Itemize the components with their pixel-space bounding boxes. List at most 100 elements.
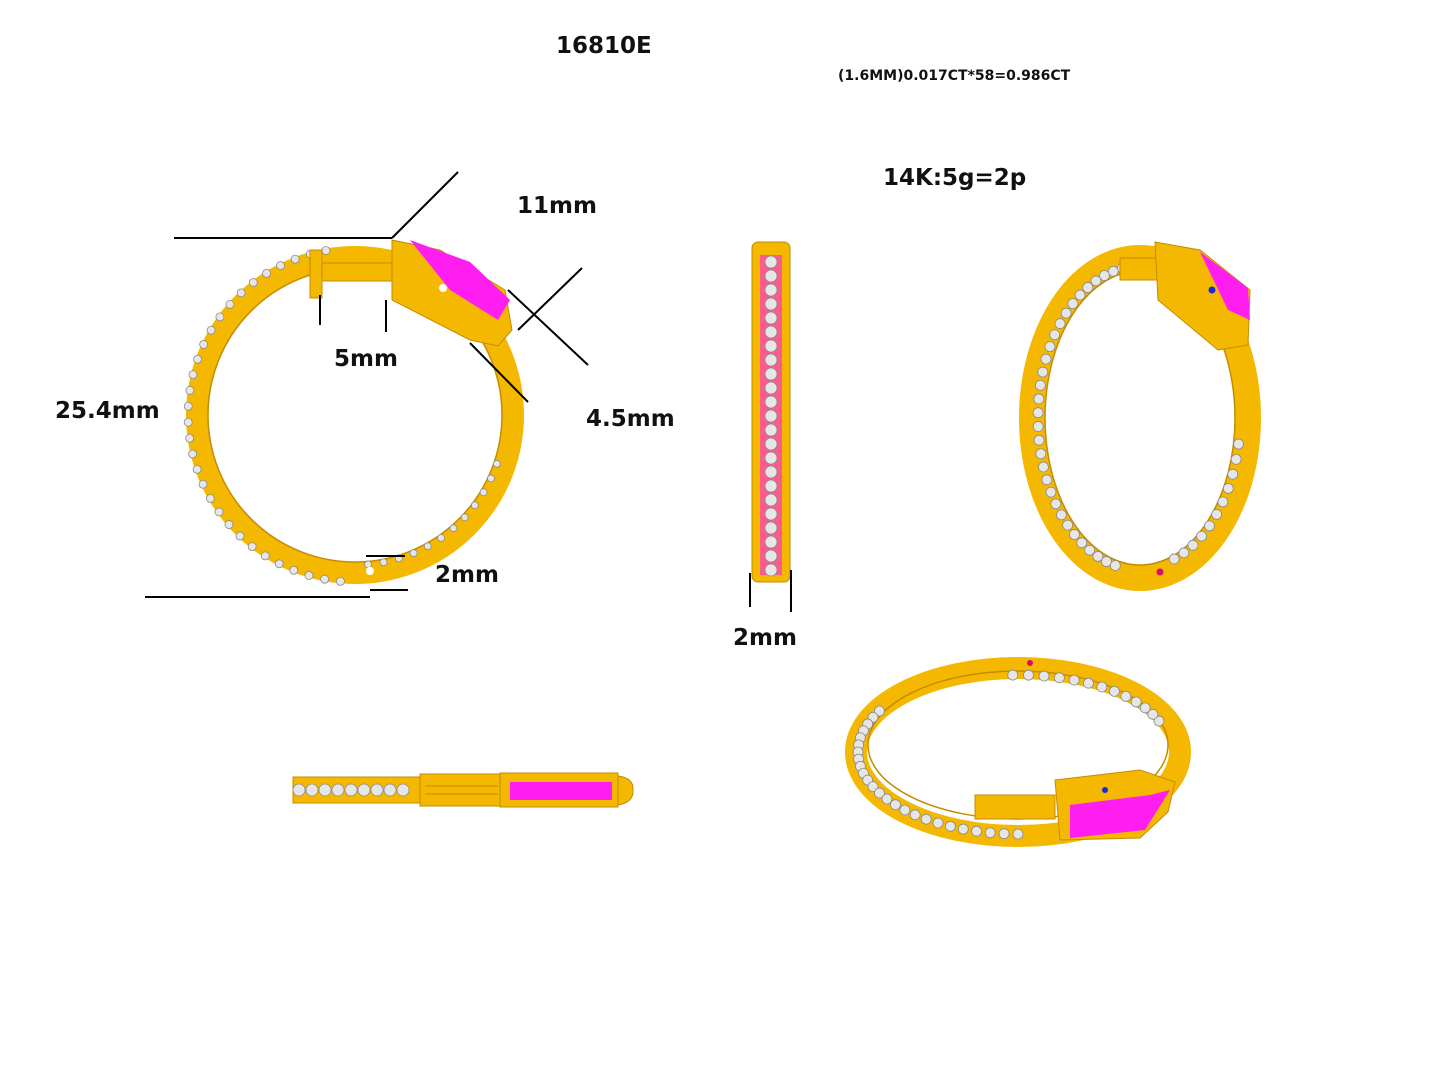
model-number: 16810E (556, 33, 652, 59)
persp-stone-back (1109, 685, 1120, 697)
persp-stone (867, 781, 879, 793)
side-stone (764, 451, 778, 465)
persp-stone (957, 823, 969, 835)
side-stone (764, 409, 778, 423)
top-stone (396, 783, 410, 797)
front-stone-inner (409, 549, 418, 557)
angled-stone (1035, 448, 1047, 460)
angled-stone (1049, 329, 1061, 341)
dim-gap: 5mm (334, 346, 398, 372)
persp-stone-back (1068, 674, 1080, 686)
front-stone (304, 571, 314, 580)
dim-diameter: 25.4mm (55, 398, 160, 424)
front-stone (193, 354, 202, 364)
front-stone (320, 574, 329, 584)
front-stone (289, 565, 299, 575)
front-stone (274, 559, 284, 569)
top-stone (305, 783, 319, 797)
front-stone (276, 261, 285, 270)
angled-stone-right (1168, 553, 1180, 565)
side-stone (764, 311, 778, 325)
persp-rivet (1102, 787, 1108, 793)
persp-stone (909, 809, 921, 821)
metal-spec: 14K:5g=2p (883, 165, 1027, 191)
persp-stone (971, 825, 982, 837)
persp-stone-back (1147, 708, 1159, 720)
top-stone (318, 783, 332, 797)
persp-stone (890, 799, 901, 811)
front-stone (185, 385, 195, 395)
front-stone (214, 507, 224, 517)
angled-stone (1069, 529, 1080, 540)
front-stone (199, 340, 209, 349)
angled-stone (1033, 434, 1045, 446)
angled-stone (1090, 275, 1102, 287)
front-stone-inner (364, 560, 372, 569)
angled-stone-right (1211, 509, 1223, 520)
side-stone (764, 255, 778, 269)
angled-stone (1056, 509, 1067, 521)
top-hinge-section (419, 773, 503, 807)
persp-stone-back (1096, 681, 1108, 693)
front-stone (225, 299, 235, 309)
angled-stone (1084, 544, 1096, 556)
angled-stone-right (1222, 483, 1234, 494)
front-rivet-bottom (366, 567, 374, 575)
dim-line-tip-a (507, 289, 589, 366)
angled-stone (1032, 407, 1044, 419)
front-stone (205, 494, 215, 503)
side-stone (764, 535, 778, 549)
persp-stone (998, 828, 1010, 840)
persp-stone-back (1038, 670, 1050, 682)
dim-line-tip-c (469, 342, 529, 403)
angled-enamel (1200, 252, 1250, 320)
persp-stone (874, 787, 885, 799)
dim-band-width-side: 2mm (733, 625, 797, 651)
angled-stone-right (1196, 530, 1207, 542)
angled-stone-right (1230, 453, 1242, 465)
angled-stone (1040, 353, 1052, 365)
angled-stone (1092, 551, 1104, 562)
angled-stone-right (1217, 496, 1229, 508)
persp-rivet-top (1027, 660, 1033, 666)
side-stone (764, 283, 778, 297)
angled-stone (1033, 393, 1045, 405)
side-stone (764, 381, 778, 395)
persp-stone-back (1083, 677, 1094, 689)
angled-stone (1045, 486, 1057, 498)
angled-stone (1050, 498, 1062, 510)
angled-stone (1034, 379, 1046, 391)
front-stone (183, 401, 193, 411)
front-stone-inner (470, 501, 479, 510)
persp-stone-back (1053, 672, 1065, 684)
angled-view (1019, 241, 1261, 591)
angled-stone (1062, 519, 1074, 531)
front-rivet (439, 284, 447, 292)
top-enamel (510, 782, 612, 800)
persp-stone (1012, 828, 1024, 840)
top-stone (357, 783, 371, 797)
front-stone (198, 479, 208, 489)
top-view (292, 772, 634, 808)
angled-rivet (1208, 286, 1216, 294)
top-stone (383, 783, 397, 797)
side-stone (764, 549, 778, 563)
persp-stone (881, 793, 893, 805)
persp-stone (920, 813, 932, 825)
front-stone (321, 246, 331, 255)
front-stone-inner (492, 459, 501, 468)
top-stone (344, 783, 358, 797)
front-stone-inner (449, 524, 458, 533)
angled-stone-right (1187, 539, 1199, 551)
front-view (145, 171, 589, 598)
front-stone (185, 433, 195, 443)
angled-stone (1038, 461, 1049, 473)
angled-stone (1041, 474, 1053, 486)
side-stone (764, 325, 778, 339)
persp-stone (874, 705, 885, 717)
stone-spec: (1.6MM)0.017CT*58=0.986CT (838, 68, 1071, 84)
front-stone (188, 370, 198, 379)
persp-stone-back (1139, 702, 1151, 714)
front-stone-inner (437, 533, 445, 542)
